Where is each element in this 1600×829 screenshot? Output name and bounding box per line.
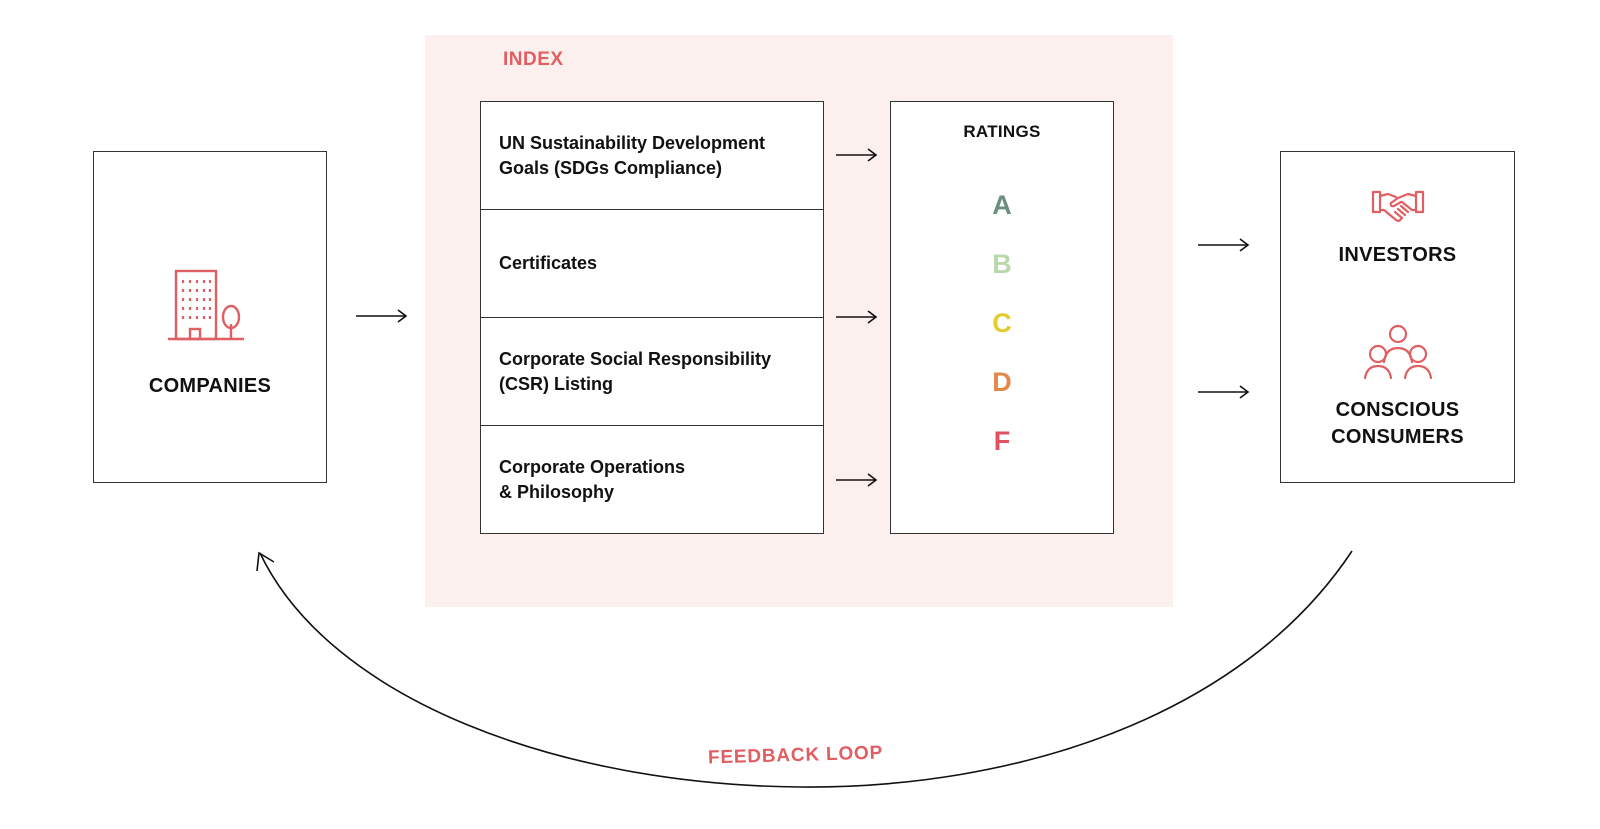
ratings-box: RATINGS A B C D F xyxy=(890,101,1114,534)
grade-c: C xyxy=(992,308,1012,338)
arrow-sdgs-to-ratings xyxy=(836,148,878,162)
stakeholders-box: INVESTORS CONSCIOUS CONSUMERS xyxy=(1280,151,1515,483)
arrow-to-consumers xyxy=(1198,385,1250,399)
criteria-item-certificates: Certificates xyxy=(481,210,823,318)
arrow-companies-to-index xyxy=(356,309,408,323)
criteria-item-operations: Corporate Operations & Philosophy xyxy=(499,456,686,502)
arrow-csr-to-ratings xyxy=(836,310,878,324)
companies-box: COMPANIES xyxy=(93,151,327,483)
people-group-icon xyxy=(1363,324,1433,385)
companies-label: COMPANIES xyxy=(148,375,272,397)
arrow-to-investors xyxy=(1198,238,1250,252)
office-building-icon xyxy=(168,269,244,346)
grade-d: D xyxy=(992,367,1012,397)
criteria-item-csr-listing: Corporate Social Responsibility (CSR) Li… xyxy=(481,318,823,426)
grade-b: B xyxy=(992,249,1012,279)
criteria-item-sdgs: UN Sustainability Development Goals (SDG… xyxy=(481,102,823,210)
consumers-label: CONSCIOUS CONSUMERS xyxy=(1331,399,1464,448)
grade-a: A xyxy=(992,190,1012,220)
handshake-icon xyxy=(1371,188,1425,229)
investors-label: INVESTORS xyxy=(1338,244,1457,266)
ratings-title: RATINGS xyxy=(963,122,1041,141)
criteria-stack: UN Sustainability Development Goals (SDG… xyxy=(480,101,824,534)
arrow-operations-to-ratings xyxy=(836,473,878,487)
index-label: INDEX xyxy=(503,49,564,70)
grade-f: F xyxy=(993,426,1011,456)
